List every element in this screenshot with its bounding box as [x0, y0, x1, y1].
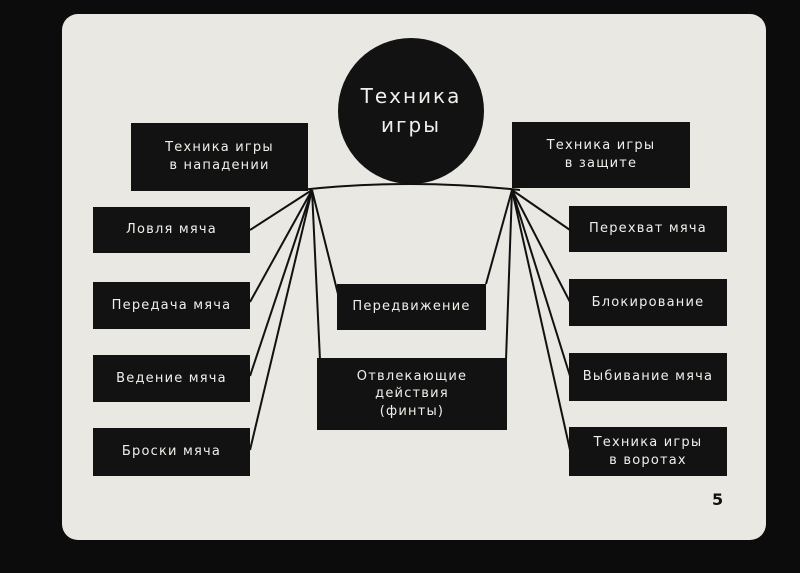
connector-defense-3 [511, 189, 571, 377]
connector-defense-4 [511, 189, 571, 451]
attack-item-dribbling: Ведение мяча [93, 355, 250, 402]
connector-attack-1 [249, 189, 313, 231]
connector-defense-1 [511, 189, 571, 231]
connector-attack-4 [249, 189, 313, 451]
connector-attack-feints [311, 189, 321, 361]
center-circle: Техника игры [338, 38, 484, 184]
connector-defense-movement [485, 189, 513, 285]
connector-arc [299, 183, 521, 191]
attack-item-passing: Передача мяча [93, 282, 250, 329]
connector-defense-feints [505, 189, 513, 361]
defense-item-blocking: Блокирование [569, 279, 727, 326]
connector-attack-movement [311, 189, 341, 303]
defense-title: Техника игры в защите [512, 122, 690, 188]
connector-defense-2 [511, 189, 571, 303]
defense-item-knocking: Выбивание мяча [569, 353, 727, 401]
movement-box: Передвижение [337, 284, 486, 330]
page-number: 5 [712, 490, 724, 509]
connector-attack-2 [249, 189, 313, 303]
attack-item-catching: Ловля мяча [93, 207, 250, 253]
defense-item-goalkeeping: Техника игры в воротах [569, 427, 727, 476]
connector-attack-3 [249, 189, 313, 377]
attack-item-shots: Броски мяча [93, 428, 250, 476]
attack-title: Техника игры в нападении [131, 123, 308, 191]
feints-box: Отвлекающие действия (финты) [317, 358, 507, 430]
defense-item-interception: Перехват мяча [569, 206, 727, 252]
